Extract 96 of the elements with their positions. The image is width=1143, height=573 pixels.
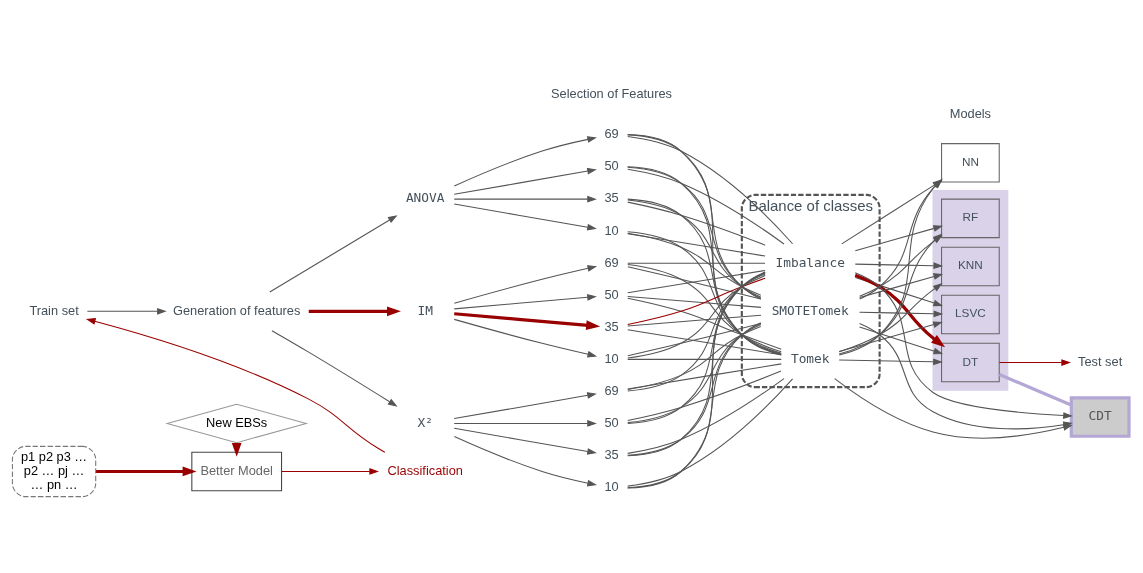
node-box: p1 p2 p3 … p2 … pj … … pn …: [11, 445, 97, 497]
connector: [627, 295, 762, 308]
node-text: 10: [604, 350, 619, 366]
node-text: 69: [604, 382, 619, 398]
node-text: Generation of features: [173, 302, 301, 318]
arrow: [86, 307, 167, 315]
arrow: [271, 329, 398, 407]
connector: [627, 198, 782, 355]
connector: [627, 198, 762, 298]
connector: [627, 321, 762, 488]
connector: [627, 135, 794, 244]
arrow: [269, 214, 398, 293]
connector: [627, 133, 762, 300]
connector: [627, 166, 762, 299]
connector: [627, 269, 766, 293]
connector: [627, 322, 762, 456]
arrow: [453, 391, 597, 419]
arrow: [453, 427, 597, 455]
arrow: [859, 309, 944, 317]
connector: [627, 265, 762, 300]
arrow: [859, 272, 944, 298]
arrow: [96, 466, 197, 476]
node-text: 50: [604, 414, 619, 430]
connector: [627, 232, 762, 296]
connector: [627, 277, 766, 325]
node-box: NN: [941, 142, 1000, 183]
connector: [627, 323, 762, 423]
arrow: [281, 467, 379, 475]
node-box: LSVC: [941, 294, 1000, 334]
node-text: 10: [604, 222, 619, 238]
arrow: [454, 311, 601, 330]
node-box: DT: [941, 342, 1000, 382]
arrow: [838, 357, 943, 365]
arrow: [854, 273, 946, 347]
node-text: 35: [604, 318, 619, 334]
connector: [627, 370, 782, 421]
connector: [627, 274, 766, 359]
arrow: [998, 358, 1071, 366]
arrow: [453, 293, 597, 309]
node-text: 50: [604, 286, 619, 302]
node-text: 35: [604, 189, 619, 205]
arrow: [453, 167, 597, 195]
node-box: KNN: [941, 246, 1000, 286]
connector: [627, 314, 762, 327]
connector: [998, 372, 1072, 407]
node-box: RF: [941, 198, 1000, 238]
node-text: 35: [604, 446, 619, 462]
arrow: [453, 435, 597, 486]
connector: [627, 271, 766, 456]
connector: [627, 273, 766, 391]
arrow: [838, 320, 943, 352]
connector: [627, 325, 762, 390]
node-box: Better Model: [191, 451, 283, 491]
node-text: X²: [417, 414, 433, 430]
label: Models: [949, 105, 992, 121]
connector: [627, 362, 782, 389]
arrow: [854, 276, 943, 306]
arrow: [854, 271, 1073, 419]
node-text: 10: [604, 478, 619, 494]
connector: [627, 230, 782, 354]
connector: [627, 201, 766, 246]
arrow: [453, 195, 597, 203]
arrow: [453, 318, 598, 358]
node-text: Train set: [29, 302, 79, 318]
connector: [627, 377, 785, 454]
node-text: Test set: [1078, 353, 1123, 369]
connector: [627, 377, 794, 487]
connector: [627, 271, 766, 489]
connector: [627, 168, 785, 245]
node-text: Imbalance: [775, 254, 845, 270]
connector: [627, 358, 782, 360]
arrow: [453, 135, 597, 187]
arrow: [85, 317, 386, 453]
node-text: IM: [417, 302, 433, 318]
arrow: [453, 264, 598, 304]
connector: [627, 272, 766, 424]
connector: [627, 328, 782, 355]
node-text: Classification: [387, 462, 463, 478]
node-text: ANOVA: [405, 189, 445, 205]
connector: [627, 262, 766, 264]
node-text: 50: [604, 157, 619, 173]
arrow: [838, 282, 943, 352]
node-box: CDT: [1069, 395, 1131, 438]
node-text: Tomek: [790, 350, 830, 366]
node-text: 69: [604, 254, 619, 270]
connector: [627, 263, 782, 352]
arrow: [308, 305, 401, 316]
arrow: [453, 419, 597, 427]
connector: [627, 297, 782, 350]
label: Selection of Features: [551, 85, 673, 101]
connector: [627, 232, 766, 257]
arrow: [854, 261, 944, 269]
node-text: 69: [604, 125, 619, 141]
arrow: [859, 325, 944, 354]
arrow: [453, 203, 597, 230]
node-text: SMOTETomek: [771, 302, 849, 318]
